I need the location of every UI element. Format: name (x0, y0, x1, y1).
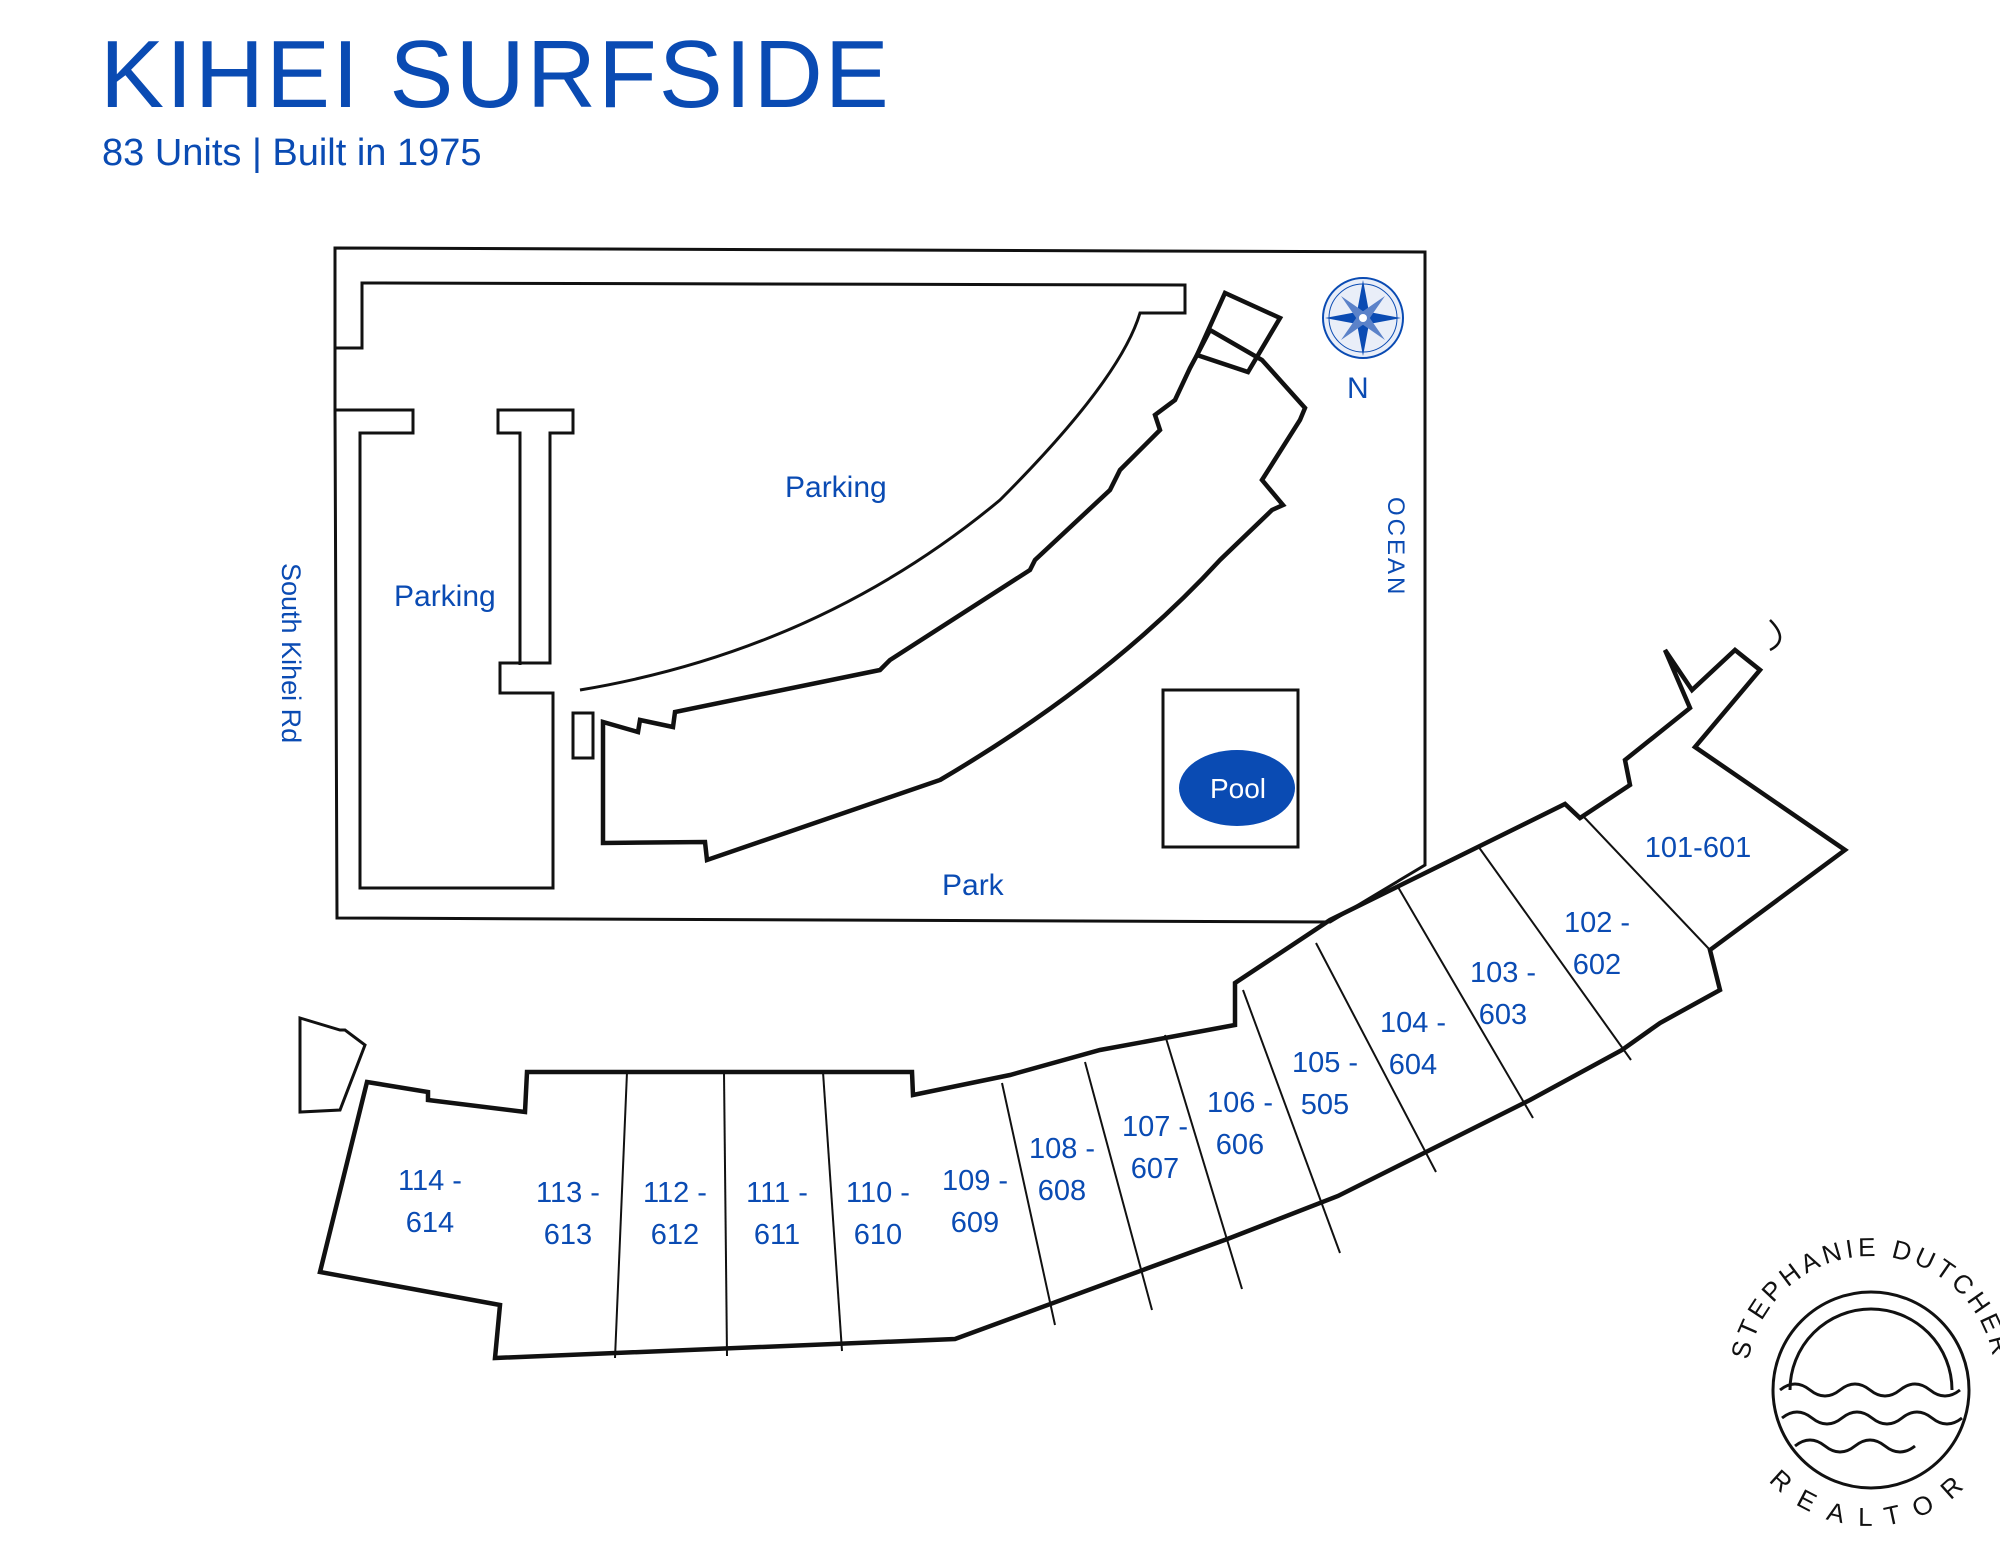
unit-label: 613 (544, 1219, 592, 1251)
unit-labels: 101-601 102 - 602 103 - 603 104 - 604 10… (398, 832, 1751, 1251)
page-title: KIHEI SURFSIDE (100, 21, 891, 128)
ocean-label: OCEAN (1382, 497, 1409, 597)
svg-text:STEPHANIE DUTCHER: STEPHANIE DUTCHER (1725, 1232, 2000, 1362)
unit-label: 107 - (1122, 1111, 1188, 1143)
unit-label: 105 - (1292, 1047, 1358, 1079)
unit-label: 114 - (398, 1165, 462, 1197)
unit-label: 106 - (1207, 1087, 1273, 1119)
unit-label: 102 - (1564, 907, 1630, 939)
pool-label: Pool (1210, 773, 1266, 804)
unit-label: 606 (1216, 1129, 1264, 1161)
unit-label: 604 (1389, 1049, 1437, 1081)
logo-bottom-text: REALTOR (1764, 1463, 1966, 1532)
page-subtitle: 83 Units | Built in 1975 (102, 132, 482, 174)
unit-label: 111 - (746, 1177, 808, 1209)
unit-plan (298, 619, 1849, 1361)
unit-dividers (614, 815, 1711, 1359)
unit-label: 610 (854, 1219, 902, 1251)
unit-label: 109 - (942, 1165, 1008, 1197)
unit-label: 614 (406, 1207, 454, 1239)
compass-icon (1322, 277, 1404, 359)
unit-label: 505 (1301, 1089, 1349, 1121)
logo-top-text: STEPHANIE DUTCHER (1725, 1232, 2000, 1362)
unit-plan-outline (317, 647, 1849, 1361)
north-label: N (1347, 372, 1369, 405)
unit-label: 611 (754, 1219, 800, 1251)
unit-label: 108 - (1029, 1133, 1095, 1165)
unit-label: 104 - (1380, 1007, 1446, 1039)
unit-label: 603 (1479, 999, 1527, 1031)
unit-label: 113 - (536, 1177, 600, 1209)
west-parking-lot (335, 408, 575, 890)
upper-building (600, 326, 1308, 864)
parking-west-label: Parking (394, 580, 496, 613)
unit-label: 101-601 (1645, 832, 1751, 864)
road-label: South Kihei Rd (276, 563, 306, 743)
north-parking-wall (333, 248, 1187, 692)
unit-label: 112 - (643, 1177, 707, 1209)
unit-label: 110 - (846, 1177, 910, 1209)
unit-label: 609 (951, 1207, 999, 1239)
upper-building-stair (571, 711, 595, 760)
realtor-logo: STEPHANIE DUTCHER REALTOR (1725, 1232, 2000, 1532)
park-label: Park (942, 869, 1005, 902)
unit-label: 607 (1131, 1153, 1179, 1185)
parking-north-label: Parking (785, 471, 887, 504)
svg-text:REALTOR: REALTOR (1764, 1463, 1976, 1532)
unit-label: 103 - (1470, 957, 1536, 989)
upper-building-tower (1193, 290, 1284, 375)
unit-label: 608 (1038, 1175, 1086, 1207)
unit-plan-stair (298, 1015, 367, 1114)
north-roof-line (1769, 619, 1782, 652)
unit-label: 612 (651, 1219, 699, 1251)
unit-label: 602 (1573, 949, 1621, 981)
pool-deck (1161, 688, 1300, 849)
pool (1179, 750, 1295, 826)
